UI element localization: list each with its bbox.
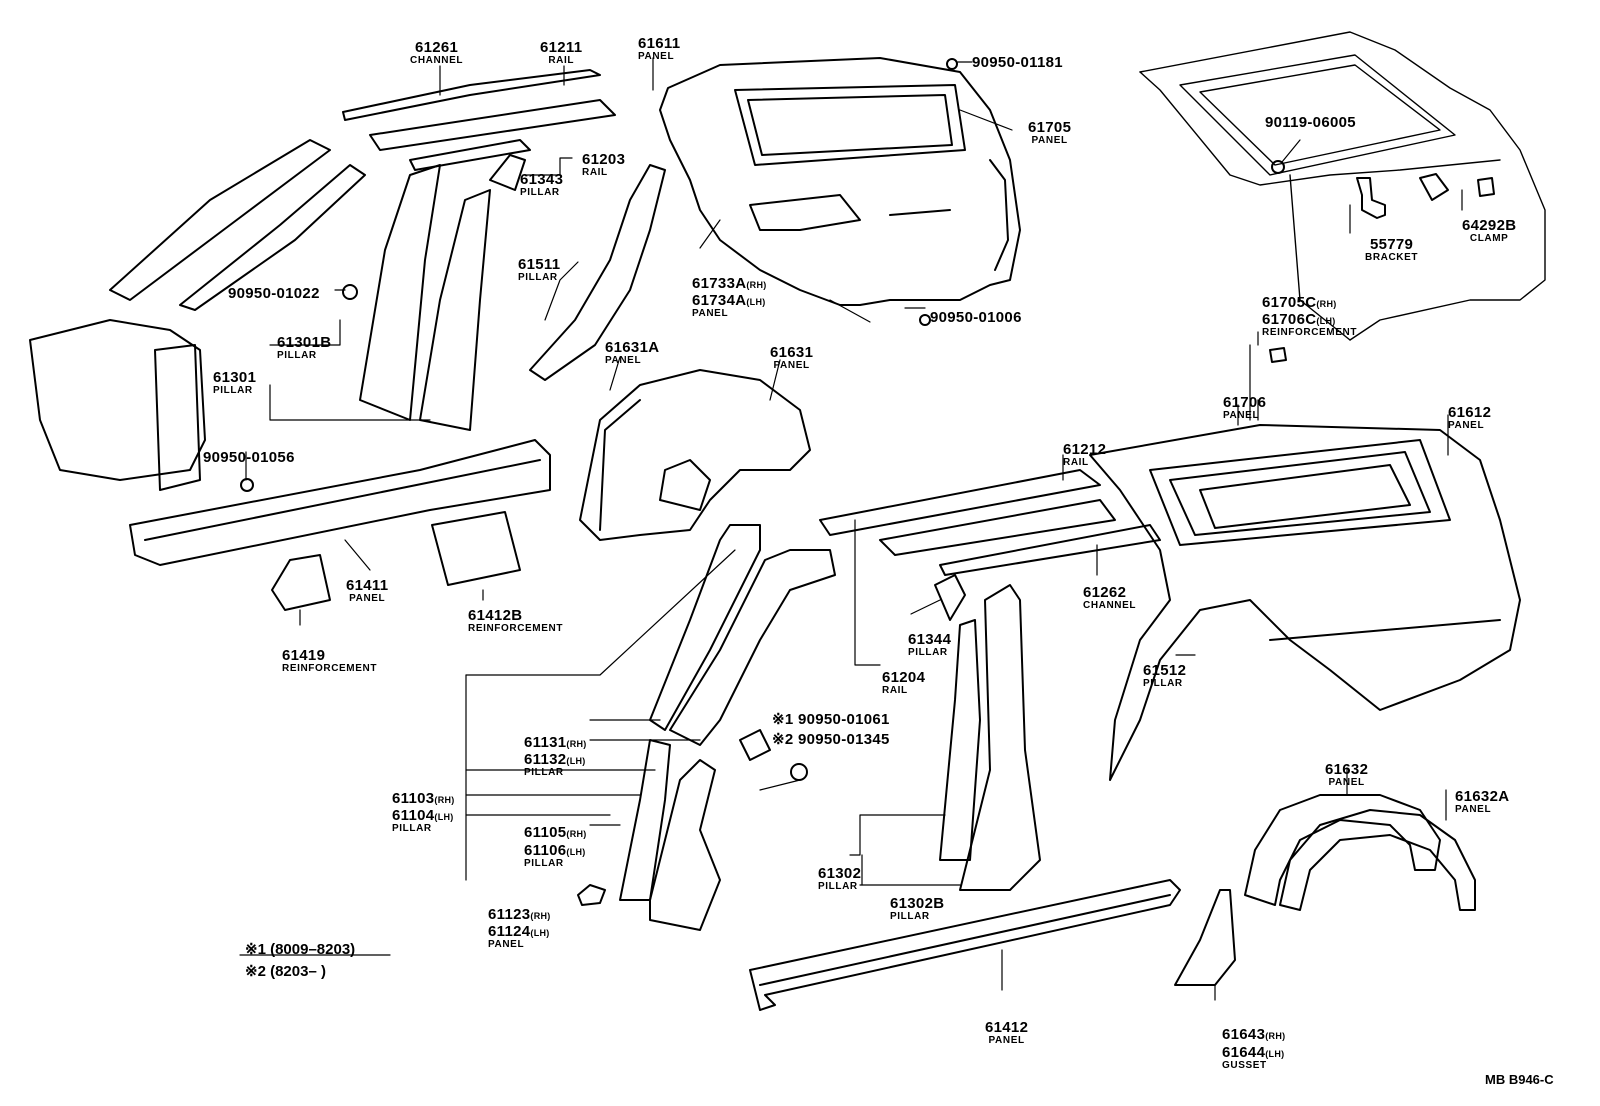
panel-61611-shape <box>659 57 1021 326</box>
bracket-clamp-parts <box>1269 160 1495 363</box>
part-label-90119-06005: 90119-06005 <box>1265 114 1356 131</box>
rocker-panel-61412-shape <box>749 879 1181 1011</box>
part-label-61132: 61132(LH)PILLAR <box>524 751 586 778</box>
part-label-61644: 61644(LH)GUSSET <box>1222 1044 1285 1071</box>
part-label-90950-01061: ※1 90950-01061 <box>772 711 890 728</box>
part-label-90950-01022: 90950-01022 <box>228 285 320 302</box>
part-label-61106: 61106(LH)PILLAR <box>524 842 586 869</box>
quarter-panel-61612-shape <box>1089 424 1521 781</box>
wheelhouse-61631-shape <box>579 369 811 541</box>
wheel-arch-shapes <box>1174 794 1476 986</box>
leader-lines <box>239 57 1463 1001</box>
part-label-61705C: 61705C(RH) <box>1262 294 1337 311</box>
part-label-90950-01056: 90950-01056 <box>203 449 295 466</box>
part-label-90950-01345: ※2 90950-01345 <box>772 731 890 748</box>
part-label-61643: 61643(RH) <box>1222 1026 1286 1043</box>
part-label-61124: 61124(LH)PANEL <box>488 923 550 950</box>
pillar-61511-shape <box>529 164 666 381</box>
diagram-code: MB B946-C <box>1485 1072 1554 1087</box>
part-label-61104: 61104(LH)PILLAR <box>392 807 454 834</box>
part-label-90950-01181: 90950-01181 <box>972 54 1063 71</box>
center-pillar-shapes <box>577 524 836 931</box>
part-label-90950-01006: 90950-01006 <box>930 309 1022 326</box>
part-label-61123: 61123(RH) <box>488 906 551 923</box>
note-2: ※2 (8203– ) <box>245 963 326 980</box>
rear-body-outline <box>1139 31 1546 341</box>
right-rails-pillars <box>819 469 1161 891</box>
part-label-61103: 61103(RH) <box>392 790 455 807</box>
part-label-61131: 61131(RH) <box>524 734 587 751</box>
part-label-61734A: 61734A(LH)PANEL <box>692 292 766 319</box>
note-1: ※1 (8009–8203) <box>245 941 356 958</box>
roof-rails-left <box>109 69 616 311</box>
part-label-61733A: 61733A(RH) <box>692 275 767 292</box>
part-label-61706C: 61706C(LH)REINFORCEMENT <box>1262 311 1358 338</box>
part-label-61105: 61105(RH) <box>524 824 587 841</box>
front-pillar-shapes <box>29 154 526 491</box>
rocker-panel-61411-shape <box>129 439 551 611</box>
